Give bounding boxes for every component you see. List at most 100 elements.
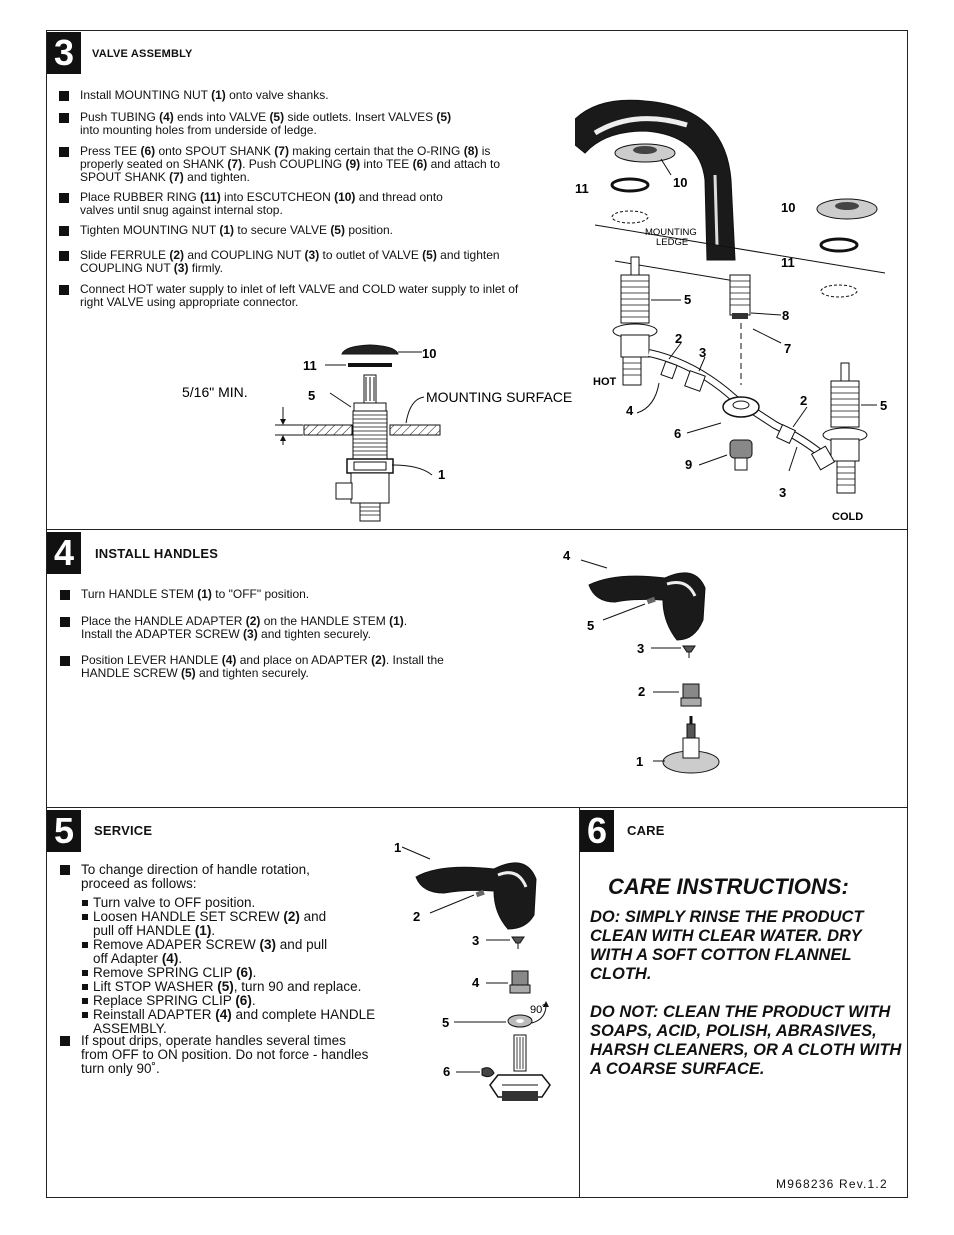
step-text: , turn 90 and replace.: [233, 979, 362, 994]
part-reference: (2): [371, 653, 386, 667]
part-reference: (3): [259, 937, 277, 952]
exploded-label-9: 9: [685, 457, 692, 472]
step-text: properly seated on SHANK: [80, 157, 228, 171]
step-text: Reinstall ADAPTER: [93, 1007, 216, 1022]
step-text: and tighten securely.: [195, 666, 309, 680]
bullet-square: [60, 656, 70, 666]
service-label-1: 1: [394, 840, 401, 855]
divider-3-4: [46, 529, 908, 530]
valve-assembly-step: Press TEE (6) onto SPOUT SHANK (7) makin…: [59, 144, 570, 184]
part-reference: (5): [330, 223, 345, 237]
step-text: and attach to: [427, 157, 501, 171]
care-do-text: DO: SIMPLY RINSE THE PRODUCT CLEAN WITH …: [590, 908, 864, 983]
part-reference: (1): [194, 923, 212, 938]
valve-assembly-step: Install MOUNTING NUT (1) onto valve shan…: [59, 89, 570, 102]
install-handles-step: Turn HANDLE STEM (1) to "OFF" position.: [60, 588, 501, 601]
part-reference: (8): [463, 144, 479, 158]
divider-4-5: [46, 807, 908, 808]
part-reference: (6): [140, 144, 156, 158]
step-text: Lift STOP WASHER: [93, 979, 218, 994]
part-reference: (11): [200, 190, 221, 204]
step-text: COUPLING NUT: [80, 261, 174, 275]
service-exploded-diagram: 1 2 3 4 5 90˚ 6: [394, 840, 551, 1101]
exploded-label-5-right: 5: [880, 398, 887, 413]
part-reference: (5): [436, 110, 452, 124]
part-reference: (10): [334, 190, 356, 204]
care-instructions-heading: CARE INSTRUCTIONS:: [608, 874, 849, 899]
step-number-4: 4: [47, 532, 81, 574]
step-text: to secure VALVE: [234, 223, 331, 237]
part-reference: (7): [274, 144, 289, 158]
service-label-3: 3: [472, 933, 479, 948]
step-text: .: [178, 951, 183, 966]
valve-assembly-step: Push TUBING (4) ends into VALVE (5) side…: [59, 110, 570, 137]
document-revision-id: M968236 Rev.1.2: [776, 1177, 888, 1191]
part-reference: (5): [269, 110, 285, 124]
bullet-square: [59, 147, 69, 157]
step-text: Tighten MOUNTING NUT: [80, 223, 220, 237]
bullet-square: [59, 285, 69, 295]
service-intro: To change direction of handle rotation,p…: [60, 863, 381, 891]
service-substep: Replace SPRING CLIP (6).: [82, 994, 413, 1008]
part-reference: (5): [181, 666, 196, 680]
install-handles-step: Position LEVER HANDLE (4) and place on A…: [60, 653, 501, 680]
bullet-dot: [82, 998, 88, 1004]
valve-assembly-step: Connect HOT water supply to inlet of lef…: [59, 283, 570, 309]
handle-label-1: 1: [636, 754, 643, 769]
step-text: into ESCUTCHEON: [220, 190, 335, 204]
step-text: on the HANDLE STEM: [260, 614, 390, 628]
step-text: side outlets. Insert VALVES: [284, 110, 437, 124]
service-degree-label: 90˚: [530, 1004, 546, 1016]
exploded-label-10-left: 10: [673, 175, 687, 190]
exploded-label-8: 8: [782, 308, 789, 323]
service-substep: Reinstall ADAPTER (4) and complete HANDL…: [82, 1007, 413, 1036]
detail-min-dimension: 5/16" MIN.: [182, 384, 248, 400]
step-text: Turn valve to OFF position.: [93, 895, 256, 910]
step-text: HANDLE SCREW: [81, 666, 182, 680]
exploded-label-11-right: 11: [781, 255, 795, 270]
detail-label-10: 10: [422, 346, 436, 361]
step-text: and tighten.: [183, 170, 250, 184]
service-label-5: 5: [442, 1015, 449, 1030]
step-text: Position LEVER HANDLE: [81, 653, 222, 667]
exploded-label-6: 6: [674, 426, 681, 441]
part-reference: (3): [304, 248, 320, 262]
step-text: position.: [344, 223, 394, 237]
part-reference: (2): [245, 614, 261, 628]
exploded-label-2-right: 2: [800, 393, 807, 408]
detail-label-5: 5: [308, 388, 315, 403]
part-reference: (9): [345, 157, 361, 171]
exploded-label-10-right: 10: [781, 200, 795, 215]
exploded-label-4: 4: [626, 403, 634, 418]
install-handles-step: Place the HANDLE ADAPTER (2) on the HAND…: [60, 614, 501, 641]
step-text: .: [403, 614, 408, 628]
bullet-square: [59, 193, 69, 203]
mounting-ledge-label-1: MOUNTING: [645, 227, 697, 238]
part-reference: (7): [169, 170, 184, 184]
handle-label-4: 4: [563, 548, 571, 563]
handle-label-3: 3: [637, 641, 644, 656]
step-text: and tighten securely.: [257, 627, 371, 641]
bullet-square: [59, 251, 69, 261]
exploded-label-3-left: 3: [699, 345, 706, 360]
step-number-3: 3: [47, 32, 81, 74]
step-text: is: [478, 144, 491, 158]
bullet-square: [60, 590, 70, 600]
handle-label-2: 2: [638, 684, 645, 699]
bullet-dot: [82, 942, 88, 948]
step-number-6: 6: [580, 810, 614, 852]
step-text: into mounting holes from underside of le…: [80, 123, 317, 137]
service-label-4: 4: [472, 975, 480, 990]
step-text: ASSEMBLY.: [93, 1021, 167, 1036]
part-reference: (4): [159, 110, 174, 124]
part-reference: (3): [173, 261, 189, 275]
step-text: and thread onto: [355, 190, 443, 204]
step-text: valves until snug against internal stop.: [80, 203, 283, 217]
step-text: and: [299, 909, 327, 924]
part-reference: (6): [236, 965, 253, 980]
service-label-6: 6: [443, 1064, 450, 1079]
step-text: and complete HANDLE: [231, 1007, 376, 1022]
hot-label: HOT: [593, 376, 617, 388]
